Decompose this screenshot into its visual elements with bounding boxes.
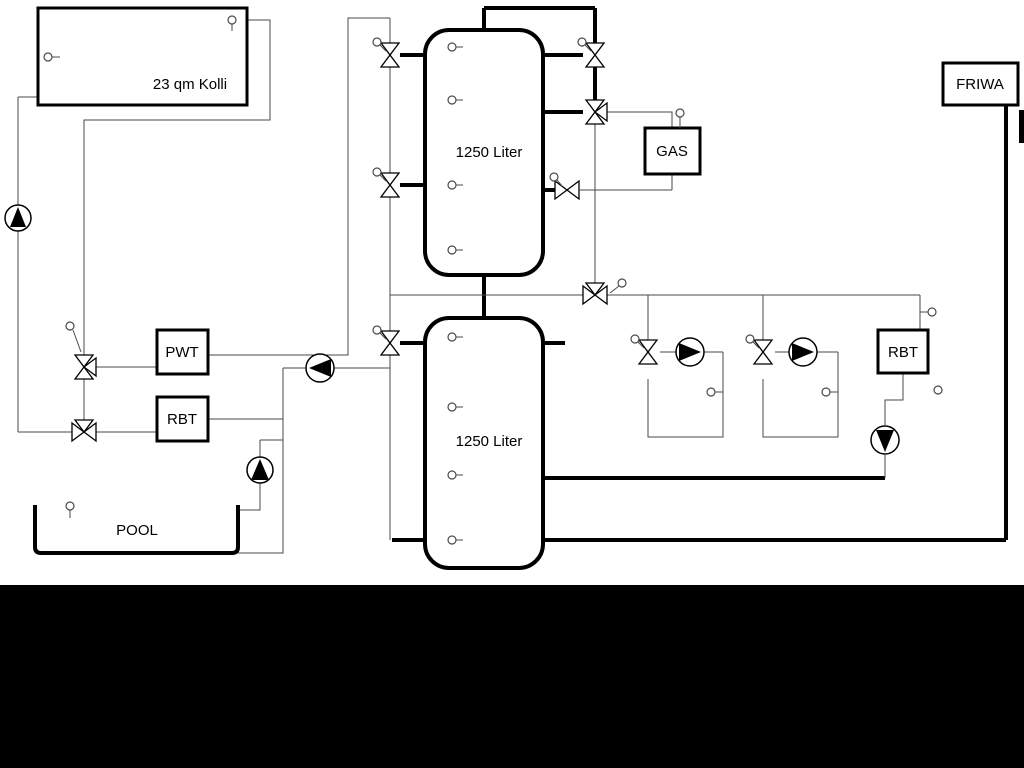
sensor-collector-left (43, 52, 60, 62)
sensor-tank2-2 (447, 402, 463, 412)
buffer-tank-top (423, 28, 545, 277)
pipe-pwt-to-tank-feed (208, 17, 390, 356)
sensor-loop-1 (706, 387, 716, 397)
rbt-left-label: RBT (167, 411, 197, 428)
pipe-bottom-return (543, 105, 1008, 542)
actuator-three-way-pwt (65, 321, 82, 353)
three-way-valve-pool (71, 419, 97, 443)
tank-top-label: 1250 Liter (456, 144, 523, 161)
friwa-label: FRIWA (956, 76, 1004, 93)
pipe-collector-right-riser (83, 19, 271, 355)
actuator-valve-tank1-mid (372, 167, 387, 182)
bottom-black-band (0, 585, 1024, 768)
pump-pool-up (246, 456, 274, 484)
pipe-pool-supply (238, 368, 284, 554)
pipe-collector-left-riser (17, 96, 72, 433)
sensor-tank1-1 (447, 42, 463, 52)
pipe-tank-right-ports (543, 53, 583, 345)
gas-boiler-box (643, 126, 702, 176)
sensor-tank1-3 (447, 180, 463, 190)
valve-tank1-top-right (584, 42, 606, 68)
pipe-rbt-right-pump (884, 373, 904, 478)
actuator-valve-tank1-top (372, 37, 387, 52)
motor-valve-tank1-top-left (379, 42, 401, 68)
pipe-gas-top (607, 111, 673, 128)
pipe-heating-loop-1 (647, 295, 724, 438)
sensor-gas-top (675, 108, 685, 128)
actuator-valve-loop-2 (745, 334, 760, 349)
sensor-tank2-4 (447, 535, 463, 545)
valve-heating-loop-2 (752, 339, 774, 365)
pipe-tank-left-ports (392, 53, 425, 542)
rbt-right-label: RBT (888, 344, 918, 361)
pump-heating-loop-2 (788, 337, 818, 367)
actuator-valve-tank2 (372, 325, 387, 340)
rbt-right-box (876, 328, 930, 375)
sensor-tank1-2 (447, 95, 463, 105)
pwt-box (155, 328, 210, 376)
pwt-label: PWT (165, 344, 198, 361)
pipe-gas-bottom (580, 174, 673, 191)
sensor-tank1-4 (447, 245, 463, 255)
tank-bottom-label: 1250 Liter (456, 433, 523, 450)
pump-solar-up (4, 204, 32, 232)
sensor-tank2-3 (447, 470, 463, 480)
gas-label: GAS (656, 143, 688, 160)
sensor-rbt-right-side (933, 385, 943, 395)
buffer-tank-bottom (423, 316, 545, 570)
pool-label: POOL (116, 522, 158, 539)
pipe-tank-top-main (482, 6, 597, 100)
pipe-heating-loop-2 (762, 295, 839, 438)
actuator-valve-loop-1 (630, 334, 645, 349)
motor-valve-tank2-left (379, 330, 401, 356)
three-way-valve-gas-feed (584, 99, 608, 125)
collector-label: 23 qm Kolli (153, 76, 227, 93)
actuator-valve-gas-return (549, 172, 563, 187)
pump-heating-loop-1 (675, 337, 705, 367)
motor-valve-tank1-mid-left (379, 172, 401, 198)
three-way-valve-distribution (582, 282, 608, 306)
right-edge-black-mark (1019, 110, 1024, 143)
friwa-box (941, 61, 1020, 107)
pump-pwt-left (305, 353, 335, 383)
sensor-loop-2 (821, 387, 831, 397)
actuator-three-way-distribution (609, 278, 627, 294)
valve-gas-return (554, 179, 580, 201)
three-way-valve-pwt (73, 354, 97, 380)
solar-collector-box (36, 6, 249, 107)
sensor-pool (65, 501, 75, 518)
sensor-collector-top (227, 15, 237, 31)
actuator-valve-top-right (577, 37, 592, 52)
rbt-left-box (155, 395, 210, 443)
pool-basin (33, 505, 240, 555)
valve-heating-loop-1 (637, 339, 659, 365)
sensor-rbt-right-top (920, 307, 937, 317)
sensor-tank2-1 (447, 332, 463, 342)
pump-rbt-right-down (870, 425, 900, 455)
